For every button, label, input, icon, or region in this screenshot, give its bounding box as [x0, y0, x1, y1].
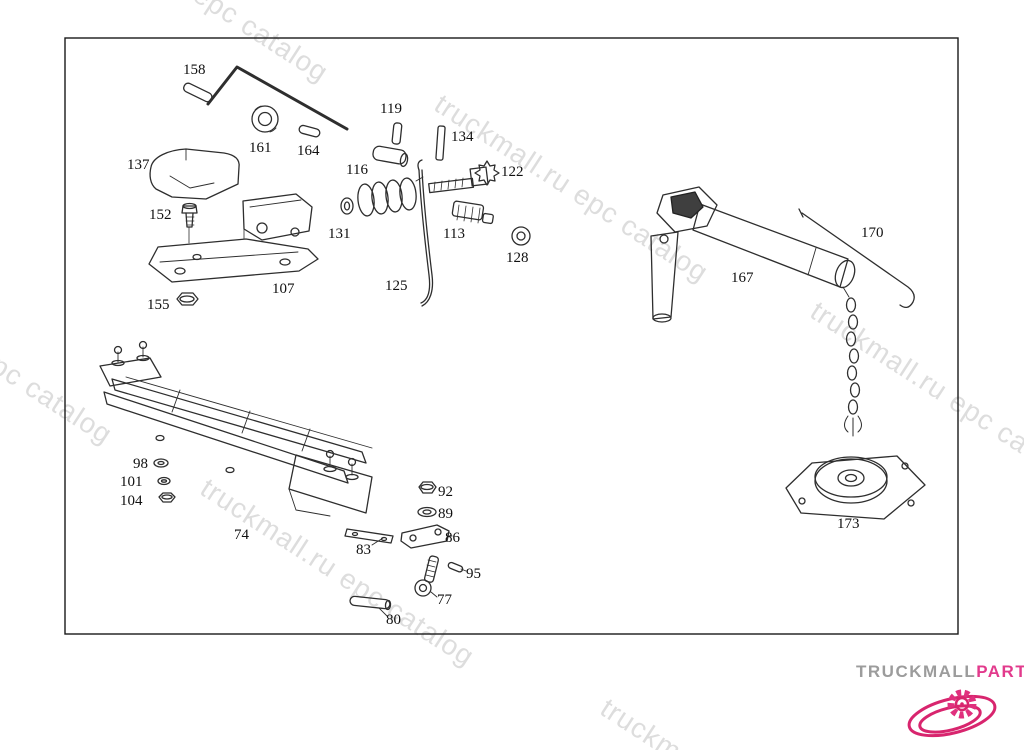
part-drawing-173	[785, 455, 926, 520]
part-label-122: 122	[501, 164, 524, 180]
part-drawing-155	[176, 292, 199, 306]
part-label-170: 170	[861, 225, 884, 241]
part-label-125: 125	[385, 278, 408, 294]
part-drawing-119	[391, 122, 403, 145]
part-label-80: 80	[386, 612, 401, 628]
part-label-83: 83	[356, 542, 371, 558]
part-drawing-125	[417, 159, 434, 307]
diagram-border	[64, 37, 959, 635]
part-drawing-95	[447, 561, 464, 573]
part-label-128: 128	[506, 250, 529, 266]
part-drawing-107	[148, 193, 319, 283]
logo-text: TRUCKMALLPARTS	[856, 662, 1024, 682]
part-drawing-80	[349, 595, 392, 611]
leader-lines	[371, 535, 467, 617]
part-label-131: 131	[328, 226, 351, 242]
part-label-74: 74	[234, 527, 249, 543]
part-label-119: 119	[380, 101, 402, 117]
part-label-116: 116	[346, 162, 368, 178]
part-drawing-83	[344, 528, 394, 544]
part-label-167: 167	[731, 270, 754, 286]
part-label-86: 86	[445, 530, 460, 546]
part-label-134: 134	[451, 129, 474, 145]
part-label-89: 89	[438, 506, 453, 522]
part-label-95: 95	[466, 566, 481, 582]
part-drawing-92-89	[417, 481, 437, 518]
part-label-164: 164	[297, 143, 320, 159]
part-drawing-161	[251, 105, 279, 133]
part-drawing-131	[340, 176, 424, 217]
part-drawing-134	[435, 125, 446, 161]
part-drawing-86	[400, 524, 450, 549]
part-label-152: 152	[149, 207, 172, 223]
part-label-104: 104	[120, 493, 143, 509]
logo-brand-text: TRUCKMALL	[856, 662, 977, 681]
part-label-155: 155	[147, 297, 170, 313]
part-label-137: 137	[127, 157, 150, 173]
part-label-77: 77	[437, 592, 452, 608]
part-drawing-158	[183, 65, 349, 131]
part-drawing-152	[181, 202, 198, 244]
part-drawing-77	[414, 555, 440, 597]
part-label-98: 98	[133, 456, 148, 472]
part-label-92: 92	[438, 484, 453, 500]
brand-logo: TRUCKMALLPARTS	[856, 662, 1024, 749]
part-drawing-170	[798, 208, 915, 309]
part-drawing-164	[298, 124, 321, 138]
part-label-113: 113	[443, 226, 465, 242]
part-label-173: 173	[837, 516, 860, 532]
part-drawing-74	[99, 340, 373, 517]
wheel-icon	[907, 689, 997, 738]
part-label-158: 158	[183, 62, 206, 78]
part-label-161: 161	[249, 140, 272, 156]
part-label-101: 101	[120, 474, 143, 490]
part-drawing-167	[650, 186, 862, 437]
part-drawing-116	[372, 145, 409, 168]
part-label-107: 107	[272, 281, 295, 297]
logo-suffix-text: PARTS	[976, 662, 1024, 681]
part-drawing-122	[428, 160, 500, 194]
part-drawing-137	[149, 148, 240, 200]
part-drawing-98-101-104	[153, 458, 176, 503]
part-drawing-113	[451, 200, 494, 225]
part-drawing-128	[511, 226, 531, 246]
